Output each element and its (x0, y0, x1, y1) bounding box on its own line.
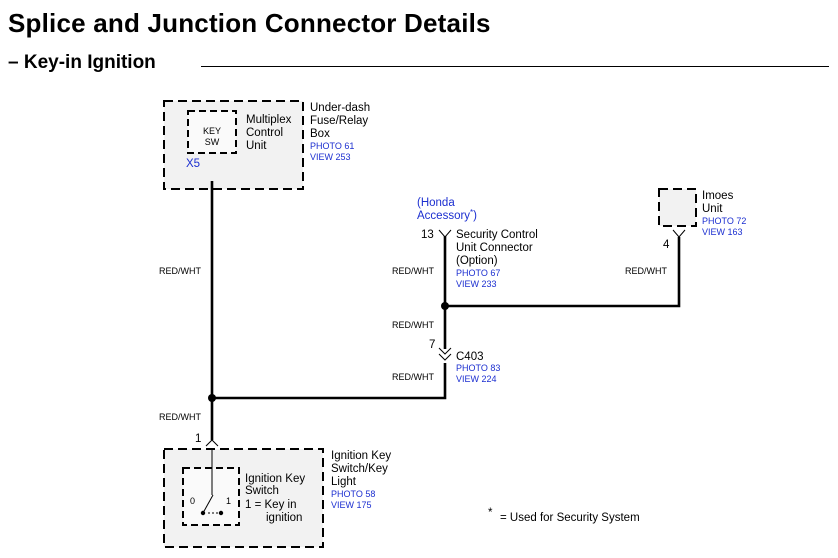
c403-photo: PHOTO 83 (456, 363, 500, 373)
footnote-text: = Used for Security System (500, 512, 640, 524)
ignition-pin-1: 1 (195, 433, 201, 445)
wire-label-imoes: RED/WHT (625, 266, 667, 276)
subtitle-rule (201, 66, 829, 67)
ignition-key-switch: 1 0 1 Ignition Key Switch 1 = Key in ign… (163, 433, 391, 548)
c403-pin-7: 7 (429, 339, 435, 351)
imoes-outline (658, 188, 697, 227)
fuse-box-name-1: Under-dash (310, 102, 370, 114)
fuse-box-name-2: Fuse/Relay (310, 115, 368, 127)
honda-note-star: * (470, 208, 473, 217)
ignition-inner-2: Switch (245, 485, 279, 497)
subtitle-dash: – (8, 52, 19, 73)
imoes-pin-4: 4 (663, 239, 670, 251)
wire-label-c403-lower: RED/WHT (392, 372, 434, 382)
ignition-switch-blade (202, 494, 214, 514)
fuse-relay-box: KEY SW Multiplex Control Unit X5 Under-d… (163, 100, 370, 190)
multiplex-unit-label-3: Unit (246, 140, 267, 152)
security-photo: PHOTO 67 (456, 268, 500, 278)
ignition-inner-3: 1 = Key in (245, 499, 296, 511)
security-name-3: (Option) (456, 255, 498, 267)
ignition-name-1: Ignition Key (331, 450, 391, 462)
multiplex-unit-label-1: Multiplex (246, 114, 292, 126)
c403-connector-glyph-lower (438, 353, 452, 361)
fuse-box-pin-x5: X5 (186, 158, 200, 170)
security-view: VIEW 233 (456, 279, 497, 289)
ignition-contact-1 (218, 510, 224, 516)
multiplex-unit-label-2: Control (246, 127, 283, 139)
ignition-view: VIEW 175 (331, 500, 372, 510)
fuse-box-view: VIEW 253 (310, 152, 351, 162)
key-sw-label-1: KEY (203, 126, 221, 136)
ignition-pos-0: 0 (190, 496, 195, 506)
imoes-unit: Imoes Unit PHOTO 72 VIEW 163 4 (658, 188, 746, 251)
wire-label-left-lower: RED/WHT (159, 412, 201, 422)
security-connector-glyph (438, 229, 452, 238)
ignition-name-2: Switch/Key (331, 463, 388, 475)
imoes-photo: PHOTO 72 (702, 216, 746, 226)
wire-label-left-upper: RED/WHT (159, 266, 201, 276)
wire-bottom-horizontal (212, 363, 447, 400)
imoes-view: VIEW 163 (702, 227, 743, 237)
footnote-star: * (488, 507, 493, 519)
ignition-photo: PHOTO 58 (331, 489, 375, 499)
fuse-box-photo: PHOTO 61 (310, 141, 354, 151)
c403-view: VIEW 224 (456, 374, 497, 384)
imoes-name-1: Imoes (702, 190, 734, 202)
ignition-inner-outline (182, 467, 240, 526)
ignition-contact-0 (200, 510, 206, 516)
ignition-pos-1: 1 (226, 496, 231, 506)
wire-label-security: RED/WHT (392, 266, 434, 276)
wire-label-mid: RED/WHT (392, 320, 434, 330)
imoes-connector-glyph (672, 229, 686, 238)
key-sw-outline (187, 110, 237, 154)
honda-note-close: ) (473, 210, 477, 222)
honda-note-line1: (Honda (417, 197, 455, 209)
c403-connector-glyph-upper (438, 347, 452, 355)
security-name-2: Unit Connector (456, 242, 533, 254)
fuse-box-name-3: Box (310, 128, 330, 140)
honda-note-accessory: Accessory (417, 210, 470, 222)
ignition-connector-glyph (205, 439, 219, 447)
security-name-1: Security Control (456, 229, 538, 241)
ignition-inner-4: ignition (266, 512, 302, 524)
imoes-name-2: Unit (702, 203, 723, 215)
ignition-name-3: Light (331, 476, 357, 488)
section-subtitle: – Key-in Ignition (8, 52, 156, 74)
key-sw-label-2: SW (205, 137, 220, 147)
subtitle-text: Key-in Ignition (23, 52, 156, 73)
security-pin-13: 13 (421, 229, 434, 241)
page-title: Splice and Junction Connector Details (8, 8, 491, 38)
wire-to-imoes (445, 237, 681, 308)
c403-name: C403 (456, 351, 484, 363)
ignition-inner-1: Ignition Key (245, 473, 305, 485)
honda-note-line2: Accessory*) (417, 208, 477, 222)
